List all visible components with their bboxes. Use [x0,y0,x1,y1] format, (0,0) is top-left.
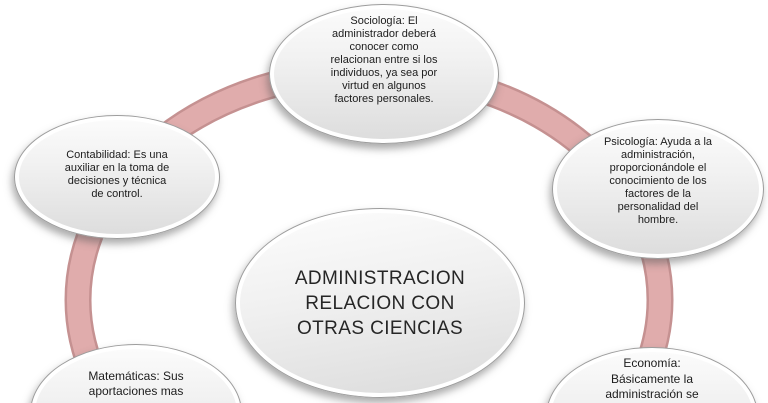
node-contabilidad: Contabilidad: Es una auxiliar en la toma… [14,115,220,239]
node-sociologia: Sociología: El administrador deberá cono… [269,4,499,144]
node-psicologia: Psicología: Ayuda a la administración, p… [552,119,764,259]
node-psicologia-text: Psicología: Ayuda a la administración, p… [603,135,713,226]
node-matematicas-text: Matemáticas: Sus aportaciones mas [88,369,184,398]
node-economia-text: Economía: Básicamente la administración … [605,356,699,401]
node-economia: Economía: Básicamente la administración … [546,347,758,403]
node-sociologia-text: Sociología: El administrador deberá cono… [330,14,438,105]
node-central: ADMINISTRACION RELACION CON OTRAS CIENCI… [235,208,525,398]
node-contabilidad-text: Contabilidad: Es una auxiliar en la toma… [64,149,170,200]
node-central-text: ADMINISTRACION RELACION CON OTRAS CIENCI… [294,267,466,339]
node-matematicas: Matemáticas: Sus aportaciones mas [30,344,242,403]
